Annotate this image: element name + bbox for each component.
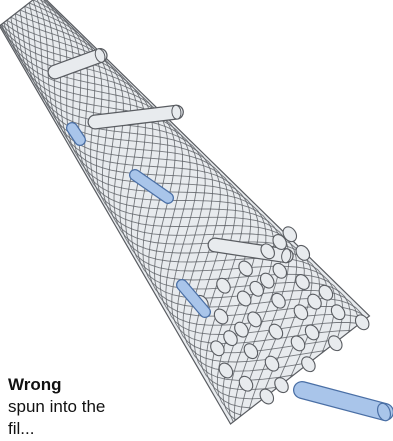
rope-body: [0, 0, 369, 424]
caption-line-2: fil...: [8, 418, 158, 440]
caption-line-1: spun into the: [8, 396, 158, 418]
blue-fiber: [72, 128, 80, 140]
blue-fiber: [302, 390, 385, 412]
caption-title: Wrong: [8, 374, 158, 396]
caption: Wrong spun into the fil...: [8, 374, 158, 440]
rope-strands: [0, 0, 369, 424]
